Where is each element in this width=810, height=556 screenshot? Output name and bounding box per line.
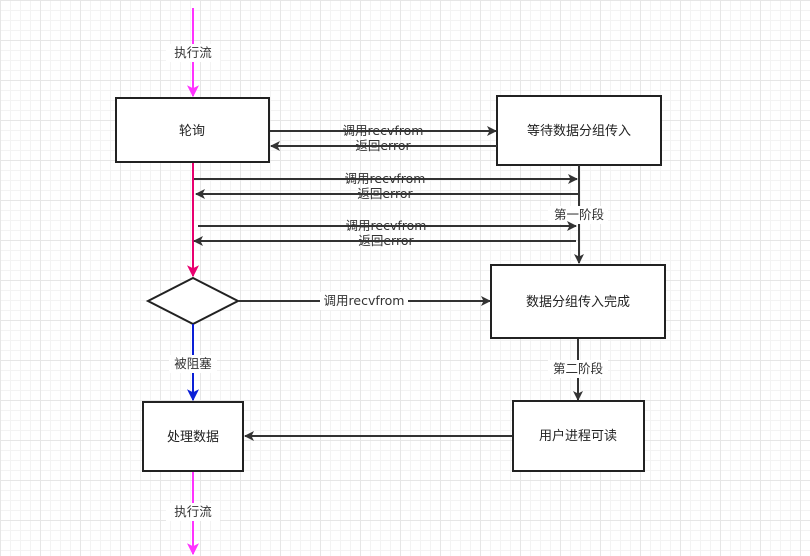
label-bg: [166, 44, 220, 62]
label-bg: [320, 292, 408, 310]
call-recvfrom-label-1: 调用recvfrom: [343, 123, 424, 138]
wait-packet-box-label: 等待数据分组传入: [527, 123, 631, 139]
phase-two-label: 第二阶段: [553, 361, 603, 376]
blocked-label: 被阻塞: [174, 356, 212, 371]
label-bg: [169, 355, 217, 373]
return-error-label-1: 返回error: [355, 138, 411, 153]
user-readable-box-label: 用户进程可读: [539, 428, 617, 444]
exec-flow-bottom-label: 执行流: [174, 504, 212, 519]
process-data-box: [142, 401, 244, 472]
label-bg: [548, 360, 608, 378]
exec-flow-top-label: 执行流: [174, 45, 212, 60]
packet-done-box-label: 数据分组传入完成: [526, 295, 630, 310]
label-bg: [166, 503, 220, 521]
call-recvfrom-label-4: 调用recvfrom: [324, 293, 405, 308]
label-bg: [548, 206, 608, 224]
call-recvfrom-label-3: 调用recvfrom: [346, 218, 427, 233]
call-recvfrom-label-2: 调用recvfrom: [345, 171, 426, 186]
packet-done-box: [490, 264, 666, 339]
check-diamond: [145, 276, 241, 326]
process-data-box-label: 处理数据: [167, 430, 219, 445]
phase-one-label: 第一阶段: [554, 207, 604, 222]
user-readable-box: [512, 400, 645, 472]
poll-box-label: 轮询: [179, 124, 205, 139]
return-error-label-2: 返回error: [357, 186, 413, 201]
poll-box: [115, 97, 270, 163]
return-error-label-3: 返回error: [358, 233, 414, 248]
